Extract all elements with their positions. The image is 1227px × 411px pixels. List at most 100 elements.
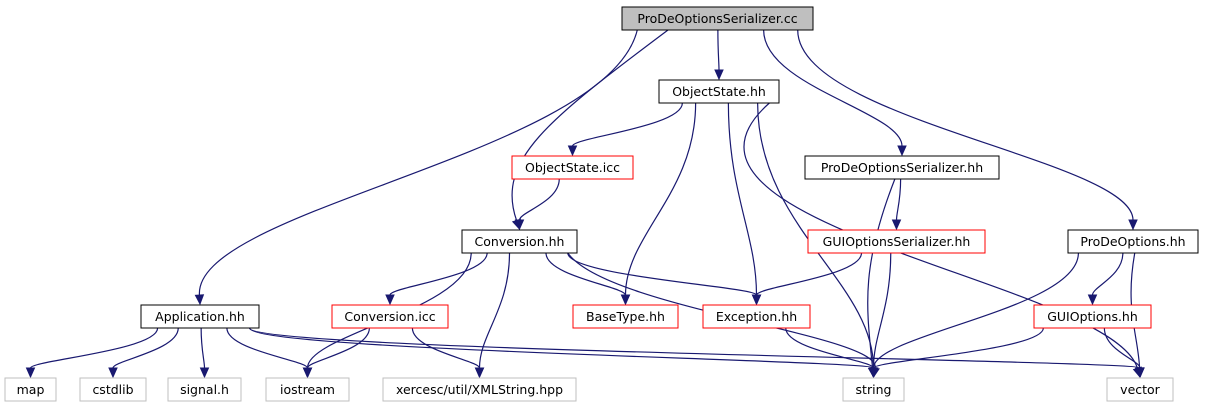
node-map: map <box>4 377 57 402</box>
node-label: cstdlib <box>92 382 133 397</box>
node-application-hh[interactable]: Application.hh <box>140 304 260 329</box>
edge-prodeoptions_hh-to-guioptions_hh <box>1091 252 1124 296</box>
edge-guioptions_hh-to-vector <box>1103 327 1141 369</box>
node-box <box>382 377 577 402</box>
edge-objectstate_hh-to-exception_hh <box>727 102 758 296</box>
node-label: ProDeOptionsSerializer.cc <box>637 11 797 26</box>
node-label: string <box>856 382 892 397</box>
arrowhead-exception_hh-to-string <box>868 367 879 379</box>
edge-guioptionsserializer_hh-to-string <box>872 252 892 369</box>
edge-application_hh-to-map <box>29 327 159 369</box>
edge-application_hh-to-string <box>248 327 875 369</box>
node-label: ProDeOptionsSerializer.hh <box>821 160 983 175</box>
node-prodeoptionsserializer-hh[interactable]: ProDeOptionsSerializer.hh <box>804 155 1000 180</box>
edge-application_hh-to-vector <box>248 327 1141 369</box>
node-prodeoptionsserializer-cc[interactable]: ProDeOptionsSerializer.cc <box>621 6 814 31</box>
edge-objectstate_hh-to-objectstate_icc <box>571 102 683 147</box>
arrowhead-prodeoptionsserializer_cc-to-prodeoptionsserializer_hh <box>897 145 907 157</box>
node-box <box>265 377 350 402</box>
edge-objectstate_icc-to-conversion_hh <box>518 178 560 221</box>
node-box <box>1067 229 1199 254</box>
node-guioptions-hh[interactable]: GUIOptions.hh <box>1033 304 1152 329</box>
node-box <box>167 377 242 402</box>
arrowhead-conversion_hh-to-exception_hh <box>751 294 762 306</box>
node-box <box>807 229 986 254</box>
node-box <box>702 304 811 329</box>
arrowhead-prodeoptionsserializer_hh-to-guioptionsserializer_hh <box>891 219 902 231</box>
node-iostream: iostream <box>265 377 350 402</box>
node-label: Conversion.icc <box>344 309 435 324</box>
node-exception-hh[interactable]: Exception.hh <box>702 304 811 329</box>
nodes-layer: ProDeOptionsSerializer.ccObjectState.hhO… <box>4 6 1199 402</box>
node-conversion-hh[interactable]: Conversion.hh <box>461 229 578 254</box>
edge-objectstate_hh-to-basetype_hh <box>624 102 697 296</box>
node-objectstate-icc[interactable]: ObjectState.icc <box>511 155 634 180</box>
node-label: GUIOptions.hh <box>1047 309 1138 324</box>
node-label: Exception.hh <box>716 309 797 324</box>
arrowhead-application_hh-to-signal_h <box>199 367 210 379</box>
node-box <box>461 229 578 254</box>
arrowhead-application_hh-to-map <box>25 367 36 379</box>
node-prodeoptions-hh[interactable]: ProDeOptions.hh <box>1067 229 1199 254</box>
node-box <box>511 155 634 180</box>
node-label: iostream <box>280 382 335 397</box>
arrowhead-application_hh-to-cstdlib <box>108 367 118 379</box>
node-box <box>1106 377 1174 402</box>
edges-layer <box>25 29 1145 379</box>
node-guioptionsserializer-hh[interactable]: GUIOptionsSerializer.hh <box>807 229 986 254</box>
edge-conversion_hh-to-conversion_icc <box>389 252 488 296</box>
arrowhead-conversion_icc-to-iostream <box>302 367 313 379</box>
node-cstdlib: cstdlib <box>79 377 147 402</box>
node-box <box>1033 304 1152 329</box>
edge-exception_hh-to-string <box>785 327 875 369</box>
arrowhead-prodeoptionsserializer_cc-to-application_hh <box>194 294 205 306</box>
edge-conversion_hh-to-basetype_hh <box>545 252 627 296</box>
node-xmlstring-hpp: xercesc/util/XMLString.hpp <box>382 377 577 402</box>
edge-conversion_icc-to-iostream <box>306 327 370 369</box>
node-label: BaseType.hh <box>586 309 665 324</box>
node-basetype-hh[interactable]: BaseType.hh <box>572 304 679 329</box>
node-label: vector <box>1120 382 1161 397</box>
edge-prodeoptionsserializer_hh-to-string <box>867 178 896 369</box>
node-box <box>842 377 905 402</box>
node-vector: vector <box>1106 377 1174 402</box>
edge-guioptionsserializer_hh-to-exception_hh <box>755 252 863 296</box>
edge-prodeoptionsserializer_cc-to-conversion_hh <box>511 29 669 221</box>
node-label: GUIOptionsSerializer.hh <box>823 234 971 249</box>
edge-prodeoptionsserializer_cc-to-application_hh <box>198 29 638 296</box>
node-box <box>331 304 449 329</box>
arrowhead-objectstate_hh-to-objectstate_icc <box>567 145 578 157</box>
edge-application_hh-to-signal_h <box>200 327 206 369</box>
node-label: Application.hh <box>155 309 245 324</box>
arrowhead-prodeoptionsserializer_cc-to-objectstate_hh <box>714 69 724 81</box>
edge-conversion_hh-to-xmlstring_hpp <box>478 252 511 369</box>
edge-prodeoptions_hh-to-string <box>872 252 1079 369</box>
node-box <box>658 79 780 104</box>
arrowhead-prodeoptions_hh-to-guioptions_hh <box>1087 294 1098 306</box>
node-conversion-icc[interactable]: Conversion.icc <box>331 304 449 329</box>
edge-prodeoptionsserializer_cc-to-prodeoptions_hh <box>797 29 1134 221</box>
node-box <box>140 304 260 329</box>
node-string: string <box>842 377 905 402</box>
edge-prodeoptionsserializer_cc-to-objectstate_hh <box>717 29 720 71</box>
node-label: ObjectState.hh <box>672 84 766 99</box>
node-box <box>804 155 1000 180</box>
node-box <box>79 377 147 402</box>
edge-application_hh-to-cstdlib <box>112 327 179 369</box>
edge-application_hh-to-iostream <box>226 327 309 369</box>
node-label: xercesc/util/XMLString.hpp <box>396 382 563 397</box>
node-objectstate-hh[interactable]: ObjectState.hh <box>658 79 780 104</box>
arrowhead-conversion_hh-to-conversion_icc <box>385 294 395 306</box>
arrowhead-conversion_hh-to-basetype_hh <box>620 294 631 306</box>
edge-guioptions_hh-to-string <box>872 327 1044 369</box>
edge-conversion_icc-to-xmlstring_hpp <box>411 327 481 369</box>
node-box <box>4 377 57 402</box>
node-box <box>572 304 679 329</box>
node-box <box>621 6 814 31</box>
arrowhead-application_hh-to-vector <box>1135 367 1145 379</box>
node-label: signal.h <box>180 382 229 397</box>
node-label: ObjectState.icc <box>525 160 620 175</box>
node-label: Conversion.hh <box>475 234 565 249</box>
node-label: map <box>17 382 45 397</box>
